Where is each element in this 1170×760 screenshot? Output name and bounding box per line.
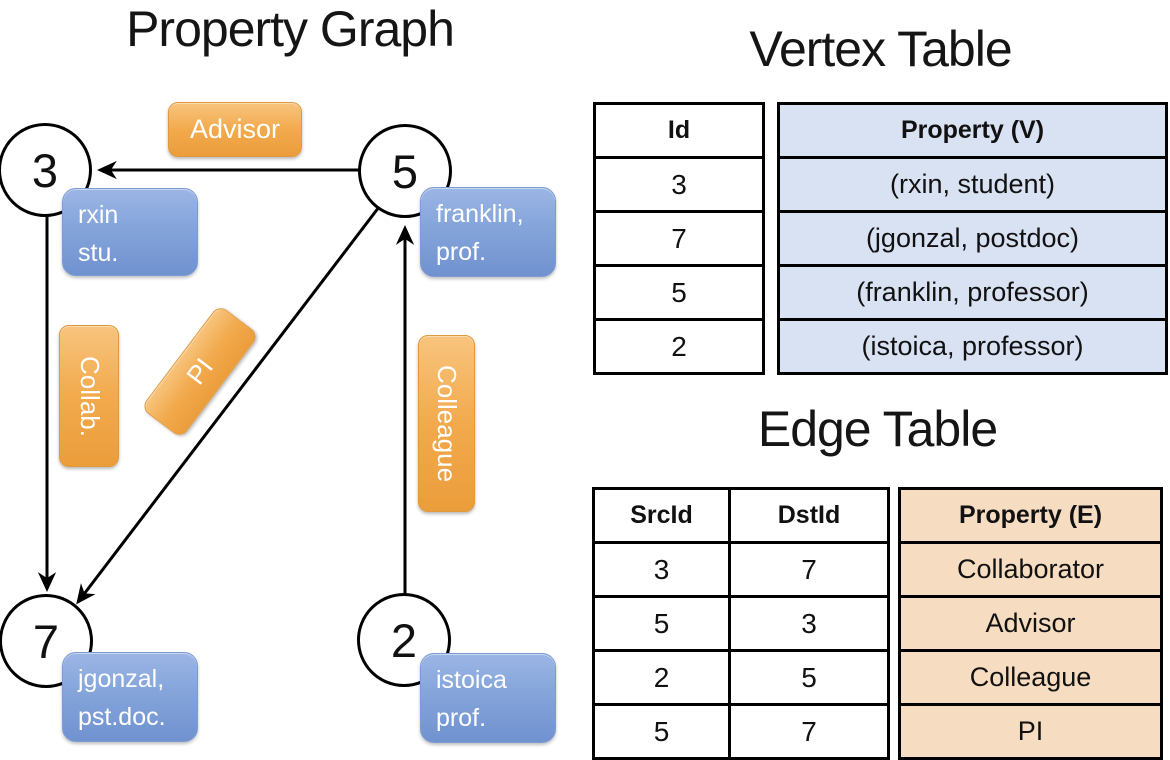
vertex-table-cell-property: (jgonzal, postdoc) — [865, 223, 1080, 253]
node-id-label: 3 — [31, 143, 59, 197]
edge-table-id-columns: SrcId DstId 3 7 5 3 2 5 5 7 — [592, 487, 890, 760]
edge-label-colleague-text: Colleague — [432, 364, 462, 483]
vertex-property-line: jgonzal, — [78, 665, 165, 693]
vertex-table-cell-property: (istoica, professor) — [861, 331, 1084, 361]
vertex-table-property-column: Property (V) (rxin, student) (jgonzal, p… — [777, 102, 1168, 375]
vertex-table-id-column: Id 3 7 5 2 — [593, 102, 765, 375]
graph-node-2: 2 — [357, 593, 451, 687]
edge-table-cell-srcid: 5 — [653, 607, 670, 639]
graph-edges — [37, 160, 415, 605]
vertex-table-cell-id: 5 — [671, 276, 687, 308]
edge-label-advisor: Advisor — [168, 102, 302, 157]
edge-label-pi-text: PI — [180, 352, 219, 391]
vertex-property-line: prof. — [436, 703, 487, 732]
vertex-property-line: pst.doc. — [78, 702, 166, 731]
property-graph-title: Property Graph — [126, 1, 455, 57]
edge-table-cell-property: Colleague — [969, 662, 1092, 692]
edge-pi-line — [76, 206, 381, 605]
edge-table-cell-property: PI — [1017, 716, 1044, 746]
vertex-table-cell-id: 2 — [671, 330, 687, 362]
edge-label-advisor-text: Advisor — [189, 114, 281, 144]
vertex-property-line: istoica — [436, 666, 507, 694]
vertex-property-line: rxin — [78, 201, 119, 229]
vertex-table-cell-id: 7 — [671, 222, 687, 254]
node-id-label: 5 — [391, 144, 419, 198]
vertex-property-line: prof. — [436, 237, 487, 266]
edge-table-title: Edge Table — [757, 401, 998, 457]
edge-table-header-srcid: SrcId — [630, 501, 693, 529]
edge-label-colleague: Colleague — [418, 335, 475, 512]
vertex-property-box-franklin: franklin, prof. — [420, 187, 556, 277]
edge-table-cell-dstid: 7 — [728, 544, 887, 595]
vertex-table-cell-property: (rxin, student) — [889, 169, 1056, 199]
edge-table-property-column: Property (E) Collaborator Advisor Collea… — [898, 487, 1163, 760]
vertex-property-box-jgonzal: jgonzal, pst.doc. — [62, 652, 198, 742]
vertex-table-title: Vertex Table — [749, 21, 1012, 77]
vertex-table-cell-property: (franklin, professor) — [856, 277, 1089, 307]
vertex-table-header-id: Id — [667, 116, 691, 144]
node-id-label: 2 — [390, 613, 418, 667]
graph-node-5: 5 — [358, 124, 452, 218]
edge-table-cell-srcid: 3 — [653, 553, 670, 585]
edge-table-header-property: Property (E) — [958, 501, 1103, 529]
edge-table-cell-dstid: 5 — [728, 652, 887, 703]
edge-table-cell-property: Collaborator — [956, 554, 1105, 584]
edge-table-header-dstid: DstId — [728, 490, 887, 541]
vertex-table-cell-id: 3 — [671, 168, 687, 200]
vertex-property-line: stu. — [78, 238, 119, 267]
node-id-label: 7 — [32, 614, 60, 668]
vertex-property-box-istoica: istoica prof. — [420, 653, 556, 743]
edge-table-cell-srcid: 5 — [653, 715, 670, 747]
vertex-table-header-property: Property (V) — [900, 116, 1045, 144]
edge-table-cell-dstid: 7 — [728, 706, 887, 757]
edge-table-cell-srcid: 2 — [653, 661, 670, 693]
edge-label-collab-text: Collab. — [74, 355, 105, 437]
vertex-property-line: franklin, — [436, 200, 524, 228]
edge-label-collab: Collab. — [59, 325, 119, 467]
edge-table-cell-dstid: 3 — [728, 598, 887, 649]
edge-table-cell-property: Advisor — [985, 608, 1076, 638]
vertex-property-box-rxin: rxin stu. — [62, 188, 198, 276]
